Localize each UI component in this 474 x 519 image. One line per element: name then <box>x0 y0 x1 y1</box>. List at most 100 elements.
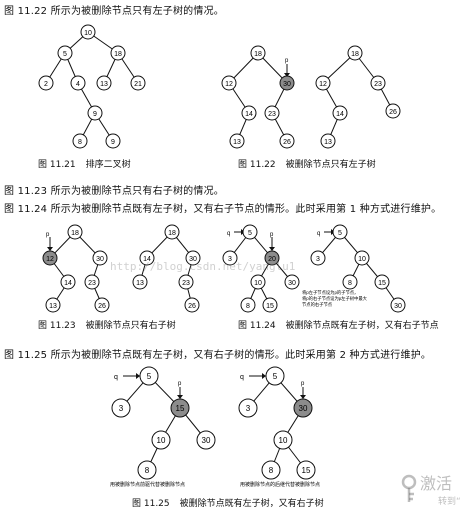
tree-node: 3 <box>238 398 258 418</box>
tree-node: 13 <box>45 297 61 313</box>
note-fig24-line2: 将p的右子节点设为p左子树中最大 <box>302 295 368 302</box>
svg-text:26: 26 <box>98 303 106 310</box>
svg-text:30: 30 <box>283 81 291 88</box>
tree-node: 5 <box>332 224 348 240</box>
svg-text:13: 13 <box>49 303 57 310</box>
pointer-arrowhead <box>136 373 140 379</box>
svg-text:14: 14 <box>245 111 253 118</box>
tree-node: 26 <box>94 297 110 313</box>
note-fig24-line1: 将p左子节点设为p的子节点， <box>302 289 358 296</box>
tree-node-deleted: 20 <box>264 250 280 266</box>
tree-node: 30 <box>196 430 216 450</box>
svg-text:13: 13 <box>233 139 241 146</box>
note-fig25-left: 用被删除节点前驱代替被删除节点 <box>110 481 185 488</box>
svg-text:3: 3 <box>246 404 251 413</box>
svg-text:30: 30 <box>299 404 308 413</box>
tree-node: 26 <box>385 103 401 119</box>
svg-text:26: 26 <box>188 303 196 310</box>
svg-text:5: 5 <box>273 372 278 381</box>
svg-text:8: 8 <box>348 280 352 287</box>
svg-text:8: 8 <box>78 139 82 146</box>
pointer-label-q: q <box>227 231 230 237</box>
svg-text:13: 13 <box>100 81 108 88</box>
watermark: http://blog.csdn.net/yanglu1 <box>110 260 296 273</box>
tree-node: 23 <box>370 75 386 91</box>
svg-text:14: 14 <box>143 256 151 263</box>
svg-text:9: 9 <box>93 111 97 118</box>
svg-text:30: 30 <box>96 256 104 263</box>
pointer-arrowhead <box>284 73 290 77</box>
tree-node: 14 <box>332 105 348 121</box>
svg-text:8: 8 <box>145 466 150 475</box>
tree-node: 10 <box>354 250 370 266</box>
pointer-arrowhead <box>47 247 53 251</box>
caption-number: 图 11.23 <box>38 321 76 331</box>
svg-text:12: 12 <box>225 81 233 88</box>
svg-text:15: 15 <box>266 303 274 310</box>
svg-text:8: 8 <box>246 303 250 310</box>
pointer-label-p: p <box>178 381 182 387</box>
text-line-fig23: 图 11.23 所示为被删除节点只有右子树的情况。 <box>4 186 224 197</box>
svg-text:18: 18 <box>168 230 176 237</box>
pointer-label-q: q <box>240 374 244 381</box>
tree-node: 13 <box>229 133 245 149</box>
svg-text:4: 4 <box>76 81 80 88</box>
svg-text:23: 23 <box>374 81 382 88</box>
pointer-label-p: p <box>285 58 289 64</box>
svg-text:12: 12 <box>319 81 327 88</box>
svg-text:23: 23 <box>268 111 276 118</box>
tree-node: 9 <box>105 133 121 149</box>
pointer-label-p: p <box>46 232 50 238</box>
tree-node: 14 <box>60 274 76 290</box>
caption-number: 图 11.22 <box>238 160 276 170</box>
tree-node: 30 <box>390 297 406 313</box>
svg-text:26: 26 <box>283 139 291 146</box>
tree-node: 30 <box>92 250 108 266</box>
tree-node-deleted: 30 <box>279 75 295 91</box>
pointer-label-q: q <box>317 231 320 237</box>
tree-node: 3 <box>310 250 326 266</box>
svg-text:2: 2 <box>44 81 48 88</box>
tree-node: 26 <box>184 297 200 313</box>
svg-text:30: 30 <box>189 256 197 263</box>
svg-text:18: 18 <box>254 51 262 58</box>
tree-node: 10 <box>273 430 293 450</box>
tree-node: 8 <box>137 460 157 480</box>
svg-text:3: 3 <box>228 256 232 263</box>
tree-node: 18 <box>347 45 363 61</box>
svg-text:10: 10 <box>157 436 166 445</box>
tree-node: 10 <box>80 24 96 40</box>
tree-node: 23 <box>178 274 194 290</box>
svg-text:3: 3 <box>119 404 124 413</box>
tree-node: 3 <box>222 250 238 266</box>
tree-node-deleted: 15 <box>170 398 190 418</box>
caption-number: 图 11.24 <box>238 321 276 331</box>
svg-text:18: 18 <box>71 230 79 237</box>
svg-text:21: 21 <box>134 81 142 88</box>
svg-text:5: 5 <box>248 230 252 237</box>
svg-text:26: 26 <box>389 109 397 116</box>
tree-node: 13 <box>96 75 112 91</box>
caption-text: 被删除节点既有左子树，又有右子树 <box>179 499 324 509</box>
tree-node: 5 <box>139 366 159 386</box>
svg-text:23: 23 <box>88 280 96 287</box>
tree-node: 4 <box>70 75 86 91</box>
pointer-arrowhead <box>300 395 306 399</box>
svg-text:15: 15 <box>176 404 185 413</box>
tree-node-deleted: 30 <box>293 398 313 418</box>
svg-text:5: 5 <box>63 51 67 58</box>
svg-text:15: 15 <box>378 280 386 287</box>
svg-text:10: 10 <box>84 30 92 37</box>
text-line-fig24: 图 11.24 所示为被删除节点既有左子树，又有右子节点的情形。此时采用第 1 … <box>4 204 442 215</box>
pointer-arrowhead <box>177 395 183 399</box>
